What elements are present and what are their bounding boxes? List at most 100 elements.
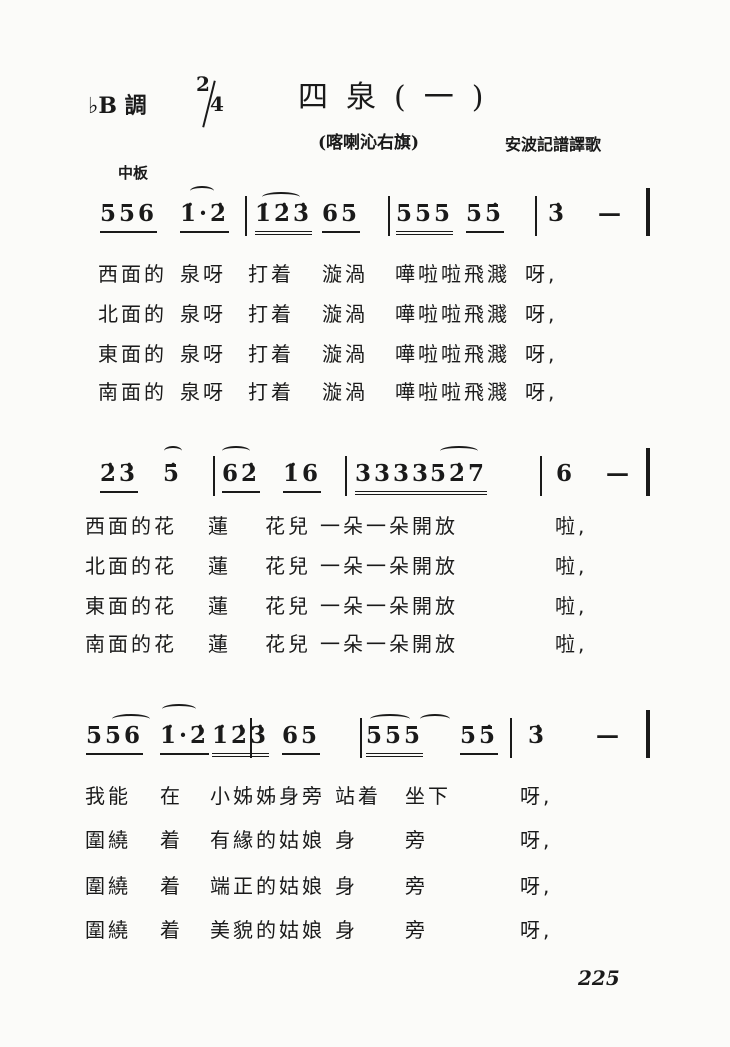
lyric-segment: 旁 — [405, 918, 428, 942]
bar-line — [388, 196, 390, 236]
lyric-segment: 着 — [160, 874, 183, 898]
lyric-segment: 漩渦 — [322, 342, 368, 366]
lyric-segment: 花兒 — [265, 554, 311, 578]
bar-line — [213, 456, 215, 496]
lyric-segment: 打着 — [248, 262, 294, 286]
slur-mark — [222, 446, 250, 456]
lyric-segment: 東面的 — [98, 342, 167, 366]
lyric-segment: 一朵一朵開放 — [320, 514, 458, 538]
note-group: — — [606, 460, 632, 487]
lyric-segment: 漩渦 — [322, 262, 368, 286]
lyric-segment: 嘩啦啦飛濺 — [395, 302, 510, 326]
lyric-segment: 圍繞 — [85, 918, 131, 942]
note-group: 52̇7 — [430, 460, 488, 495]
lyric-segment: 身 — [335, 918, 358, 942]
lyric-segment: 泉呀 — [180, 342, 226, 366]
note-group: 555 — [366, 722, 424, 757]
lyric-segment: 啦, — [555, 632, 588, 656]
lyric-segment: 我能 — [85, 784, 131, 808]
slur-mark — [162, 704, 196, 714]
note-group: 3̇ — [548, 200, 568, 227]
lyric-segment: 嘩啦啦飛濺 — [395, 342, 510, 366]
lyric-segment: 坐下 — [405, 784, 451, 808]
lyric-segment: 蓮 — [208, 594, 231, 618]
note-group: — — [596, 722, 622, 749]
note-group: 2̇3̇ — [100, 460, 139, 493]
lyric-segment: 打着 — [248, 302, 294, 326]
lyric-segment: 圍繞 — [85, 874, 131, 898]
lyric-segment: 嘩啦啦飛濺 — [395, 262, 510, 286]
lyric-segment: 着 — [160, 828, 183, 852]
note-group: 1̇2̇3̇ — [212, 722, 270, 757]
lyric-segment: 花兒 — [265, 632, 311, 656]
slur-mark — [262, 192, 300, 202]
lyric-segment: 呀, — [525, 380, 558, 404]
note-group: 3̇ — [528, 722, 548, 749]
note-group: 6 — [556, 460, 576, 487]
lyric-segment: 漩渦 — [322, 302, 368, 326]
note-group: 62̇ — [222, 460, 261, 493]
lyric-segment: 呀, — [520, 918, 553, 942]
final-bar-line — [646, 710, 650, 758]
lyric-segment: 泉呀 — [180, 262, 226, 286]
slur-mark — [440, 446, 478, 456]
note-group: 556 — [86, 722, 144, 755]
bar-line — [250, 718, 252, 758]
time-denominator: 4 — [210, 92, 224, 116]
key-signature: ♭B 調 — [88, 93, 147, 119]
lyric-segment: 小姊姊身旁 — [210, 784, 325, 808]
lyric-segment: 旁 — [405, 874, 428, 898]
note-group: 5̇ — [163, 460, 183, 487]
lyric-segment: 一朵一朵開放 — [320, 632, 458, 656]
slur-mark — [190, 186, 214, 196]
lyric-segment: 身 — [335, 874, 358, 898]
lyric-segment: 西面的 — [98, 262, 167, 286]
lyric-segment: 南面的花 — [85, 632, 177, 656]
slur-mark — [370, 714, 410, 724]
lyric-segment: 北面的花 — [85, 554, 177, 578]
lyric-segment: 蓮 — [208, 514, 231, 538]
lyric-segment: 蓮 — [208, 554, 231, 578]
lyric-segment: 在 — [160, 784, 183, 808]
bar-line — [345, 456, 347, 496]
song-credit: 安波記譜譯歌 — [505, 135, 602, 154]
lyric-segment: 旁 — [405, 828, 428, 852]
bar-line — [535, 196, 537, 236]
note-group: 555 — [396, 200, 454, 235]
lyric-segment: 呀, — [525, 342, 558, 366]
lyric-segment: 西面的花 — [85, 514, 177, 538]
lyric-segment: 北面的 — [98, 302, 167, 326]
lyric-segment: 呀, — [525, 302, 558, 326]
bar-line — [360, 718, 362, 758]
lyric-segment: 嘩啦啦飛濺 — [395, 380, 510, 404]
lyric-segment: 呀, — [520, 874, 553, 898]
lyric-segment: 美貌的姑娘 — [210, 918, 325, 942]
slur-mark — [164, 446, 182, 456]
bar-line — [540, 456, 542, 496]
lyric-segment: 花兒 — [265, 514, 311, 538]
note-group: 1̇·2̇ — [180, 200, 230, 233]
lyric-segment: 端正的姑娘 — [210, 874, 325, 898]
lyric-segment: 呀, — [520, 828, 553, 852]
lyric-segment: 圍繞 — [85, 828, 131, 852]
note-group: 556 — [100, 200, 158, 233]
bar-line — [245, 196, 247, 236]
lyric-segment: 有緣的姑娘 — [210, 828, 325, 852]
lyric-segment: 身 — [335, 828, 358, 852]
lyric-segment: 一朵一朵開放 — [320, 594, 458, 618]
lyric-segment: 着 — [160, 918, 183, 942]
note-group: 1̇2̇3̇ — [255, 200, 313, 235]
lyric-segment: 打着 — [248, 380, 294, 404]
note-group: 55̇ — [460, 722, 499, 755]
slur-mark — [420, 714, 450, 724]
song-title: 四泉(一) — [298, 80, 502, 115]
lyric-segment: 打着 — [248, 342, 294, 366]
page-number: 225 — [578, 966, 620, 990]
lyric-segment: 泉呀 — [180, 302, 226, 326]
time-numerator: 2 — [196, 72, 210, 96]
bar-line — [510, 718, 512, 758]
note-group: 65 — [282, 722, 321, 755]
lyric-segment: 呀, — [520, 784, 553, 808]
note-group: 3333 — [355, 460, 432, 495]
lyric-segment: 站着 — [335, 784, 381, 808]
